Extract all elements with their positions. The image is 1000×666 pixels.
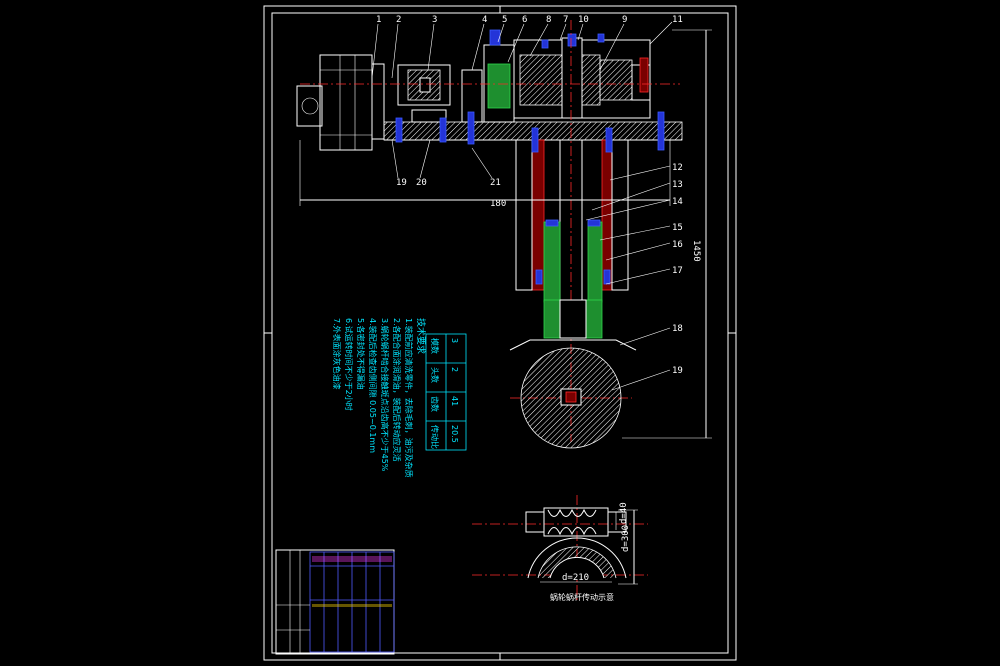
worm-caption: 蜗轮蜗杆传动示意 (550, 592, 614, 602)
part-label: 1 (376, 15, 381, 25)
spec-value: 20.5 (450, 425, 459, 443)
motor (296, 54, 385, 151)
part-label: 6 (522, 15, 527, 25)
dim-d210: d=210 (562, 573, 589, 583)
part-label: 2 (396, 15, 401, 25)
spec-value: 41 (450, 396, 459, 406)
spec-name: 头数 (430, 367, 440, 383)
dim-1450: 1450 (691, 240, 701, 262)
part-label: 19 (396, 178, 407, 188)
part-label: 7 (563, 15, 568, 25)
spec-value: 2 (450, 367, 459, 372)
part-label: 4 (482, 15, 487, 25)
part-label: 19 (672, 366, 683, 376)
gearbox (513, 33, 651, 119)
part-label: 20 (416, 178, 427, 188)
part-label: 12 (672, 163, 683, 173)
part-label: 16 (672, 240, 683, 250)
vertical-column (515, 139, 629, 339)
part-label: 13 (672, 180, 683, 190)
part-label: 9 (622, 15, 627, 25)
leader-lines (371, 21, 673, 391)
part-label: 10 (578, 15, 589, 25)
dim-180: 180 (490, 199, 506, 209)
spec-name: 模数 (430, 338, 440, 354)
part-label: 3 (432, 15, 437, 25)
worm-detail (525, 507, 627, 579)
note-line: 3.蜗轮蜗杆啮合接触斑点沿齿高不少于45% (380, 318, 390, 472)
coupling (397, 64, 451, 123)
note-line: 1.装配前应清洗零件，去除毛刺，油污及杂质 (404, 318, 414, 478)
part-label: 15 (672, 223, 683, 233)
part-label: 21 (490, 178, 501, 188)
dimension-texts: 180 1450 d=210 d=300 d=40 (490, 199, 701, 583)
technical-notes: 技术要求 1.装配前应清洗零件，去除毛刺，油污及杂质 2.各配合面涂润滑油，装配… (332, 318, 427, 478)
part-labels: 1 2 3 4 5 6 8 7 10 9 11 12 13 14 15 16 1… (376, 15, 683, 376)
dim-d300: d=300 (621, 525, 631, 552)
spec-value: 3 (450, 338, 459, 343)
part-label: 5 (502, 15, 507, 25)
part-label: 14 (672, 197, 683, 207)
note-line: 4.装配后检查齿侧间隙 0.05~0.1mm (368, 318, 378, 453)
base-bolts (395, 111, 665, 153)
part-label: 17 (672, 266, 683, 276)
part-label: 18 (672, 324, 683, 334)
spec-name: 齿数 (430, 396, 440, 412)
note-line: 7.外表面涂灰色油漆 (332, 318, 342, 390)
sheet-border (263, 5, 737, 661)
bearing-housing (461, 29, 515, 123)
spec-table: 模数 头数 齿数 传动比 3 2 41 20.5 (425, 333, 467, 451)
notes-title: 技术要求 (415, 318, 427, 354)
spec-name: 传动比 (430, 425, 440, 449)
title-block (275, 549, 395, 655)
dimension-lines (299, 29, 712, 585)
roller (509, 339, 637, 449)
dim-d40: d=40 (619, 502, 629, 524)
part-label: 8 (546, 15, 551, 25)
part-label: 11 (672, 15, 683, 25)
note-line: 6.试运转时间不少于2小时 (344, 318, 354, 411)
note-line: 5.各密封处不得漏油 (356, 318, 366, 390)
note-line: 2.各配合面涂润滑油，装配后转动应灵活 (392, 318, 402, 462)
